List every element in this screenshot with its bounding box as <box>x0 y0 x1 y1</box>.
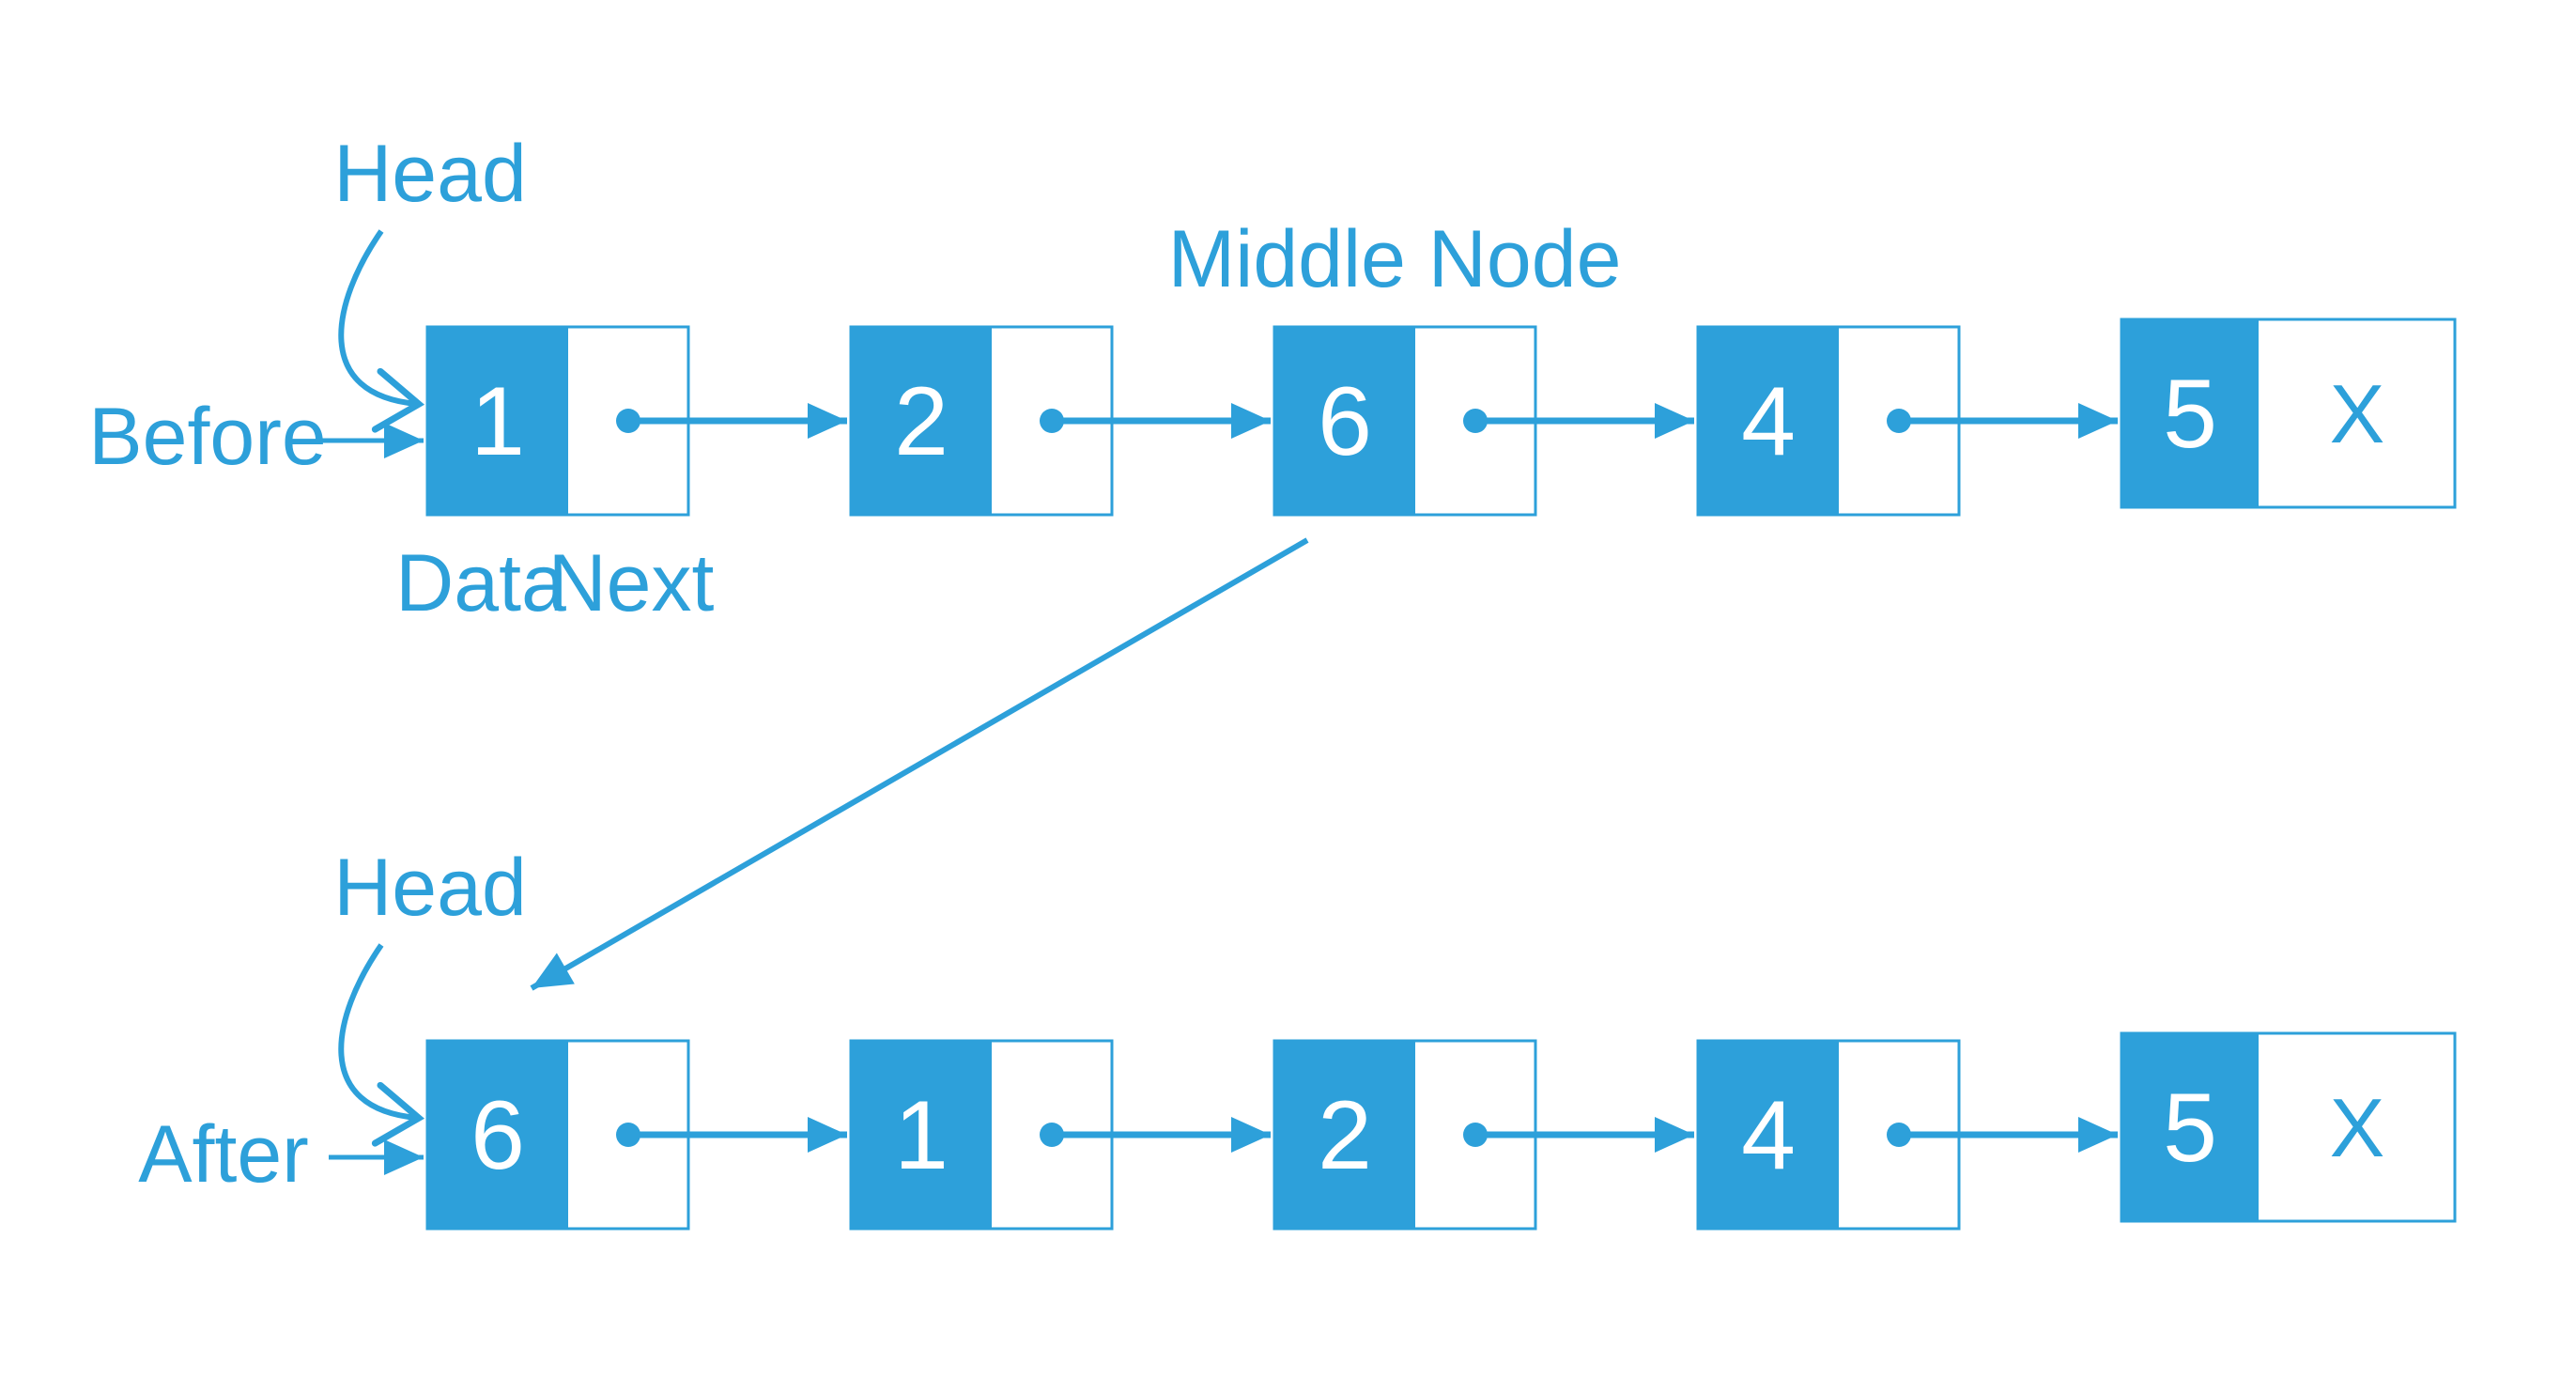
node-value: 2 <box>894 367 949 476</box>
node-data-cell <box>1274 1041 1415 1229</box>
middle-node-label: Middle Node <box>1168 214 1622 304</box>
after-node-4: 4 <box>1696 1039 1961 1231</box>
before-node-1: 1 <box>425 325 690 517</box>
node-value: 2 <box>1318 1081 1372 1190</box>
node-value: 4 <box>1741 367 1796 476</box>
after-head-label: Head <box>333 843 527 933</box>
before-head-label: Head <box>333 129 527 219</box>
before-head-arrow <box>338 229 425 433</box>
node-data-cell <box>851 327 992 515</box>
next-field-label: Next <box>548 538 715 628</box>
node-value: 6 <box>470 1081 525 1190</box>
node-value: 6 <box>1318 367 1372 476</box>
before-section-label: Before <box>88 392 326 482</box>
node-value: 4 <box>1741 1081 1796 1190</box>
after-list: Head After 6 1 2 <box>138 843 2457 1231</box>
null-marker: X <box>2330 1081 2385 1174</box>
node-value: 5 <box>2163 1074 2217 1183</box>
before-node-4: 4 <box>1696 325 1961 517</box>
node-data-cell <box>1274 327 1415 515</box>
node-value: 1 <box>894 1081 949 1190</box>
before-list: Head Middle Node Before Data Next 1 2 <box>88 129 2457 628</box>
after-node-5-tail: 5 X <box>2120 1031 2457 1223</box>
node-value: 1 <box>470 367 525 476</box>
node-data-cell <box>427 327 568 515</box>
after-head-arrow <box>338 943 425 1147</box>
node-value: 5 <box>2163 360 2217 469</box>
node-data-cell <box>2121 1033 2259 1221</box>
node-data-cell <box>427 1041 568 1229</box>
node-data-cell <box>851 1041 992 1229</box>
node-data-cell <box>1698 327 1839 515</box>
after-section-label: After <box>138 1109 309 1200</box>
node-data-cell <box>2121 319 2259 507</box>
data-field-label: Data <box>395 538 566 628</box>
null-marker: X <box>2330 367 2385 460</box>
before-node-5-tail: 5 X <box>2120 318 2457 509</box>
move-middle-node-arrow <box>530 537 1309 991</box>
node-data-cell <box>1698 1041 1839 1229</box>
